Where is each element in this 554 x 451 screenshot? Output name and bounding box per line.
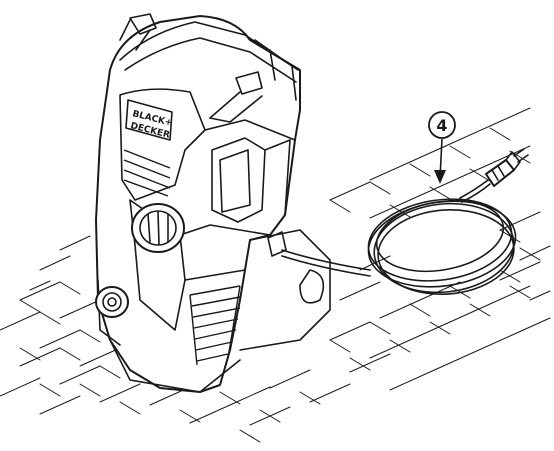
pressure-washer-body (95, 13, 331, 393)
power-cord (281, 148, 529, 295)
callout-arrow-head (434, 170, 446, 184)
callout-4: 4 (428, 111, 456, 184)
callout-number: 4 (436, 116, 447, 135)
